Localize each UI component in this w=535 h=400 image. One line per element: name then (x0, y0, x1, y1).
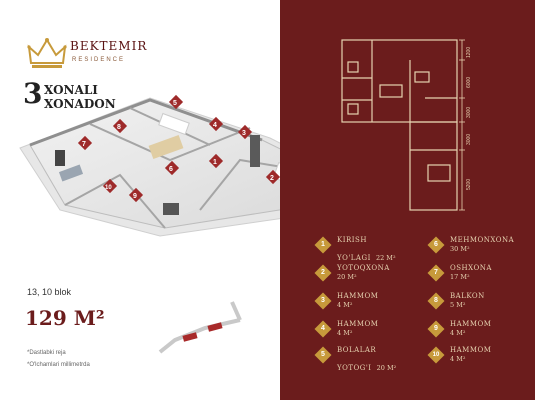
room-number-badge: 2 (314, 264, 332, 282)
title-line-2: XONADON (44, 97, 116, 111)
room-number-badge: 6 (427, 236, 445, 254)
building-location-map (158, 301, 242, 354)
svg-text:9: 9 (133, 193, 137, 200)
apartment-3d-illustration (19, 97, 280, 237)
room-number-badge: 5 (314, 346, 332, 364)
svg-text:10: 10 (105, 185, 112, 191)
room-number-badge: 4 (314, 320, 332, 338)
room-number-badge: 7 (427, 264, 445, 282)
room-number-badge: 1 (314, 236, 332, 254)
rooms-count: 3 (23, 77, 43, 110)
dimension-label: 6000 (466, 77, 472, 88)
crown-logo-icon (27, 38, 67, 68)
dimension-label: 3000 (466, 134, 472, 145)
floor-plan-drawing: 1200 6000 3000 3000 5200 (341, 39, 472, 211)
svg-text:7: 7 (82, 141, 86, 148)
svg-text:5: 5 (173, 100, 177, 107)
dimension-label: 5200 (466, 179, 472, 190)
svg-text:1: 1 (213, 159, 217, 166)
room-number-badge: 9 (427, 320, 445, 338)
svg-text:3: 3 (242, 130, 246, 137)
total-area: 129 M² (25, 306, 105, 330)
room-number-badge: 3 (314, 292, 332, 310)
svg-text:2: 2 (270, 175, 274, 182)
room-number-badge: 10 (427, 346, 445, 364)
svg-text:4: 4 (213, 122, 217, 129)
dimension-label: 3000 (466, 107, 472, 118)
svg-text:6: 6 (169, 166, 173, 173)
brand-subtitle: RESIDENCE (72, 57, 126, 63)
note-preliminary: *Dastlabki reja (27, 350, 66, 356)
dimension-label: 1200 (466, 47, 472, 58)
note-millimeters: *O'lchamlari millimetrda (27, 362, 90, 368)
title-line-1: XONALI (44, 83, 98, 97)
brand-name: BEKTEMIR (70, 39, 148, 53)
room-number-badge: 8 (427, 292, 445, 310)
room-markers: 5 4 3 8 7 6 1 2 10 9 (77, 94, 281, 203)
block-label: 13, 10 blok (27, 287, 72, 297)
svg-text:8: 8 (117, 124, 121, 131)
